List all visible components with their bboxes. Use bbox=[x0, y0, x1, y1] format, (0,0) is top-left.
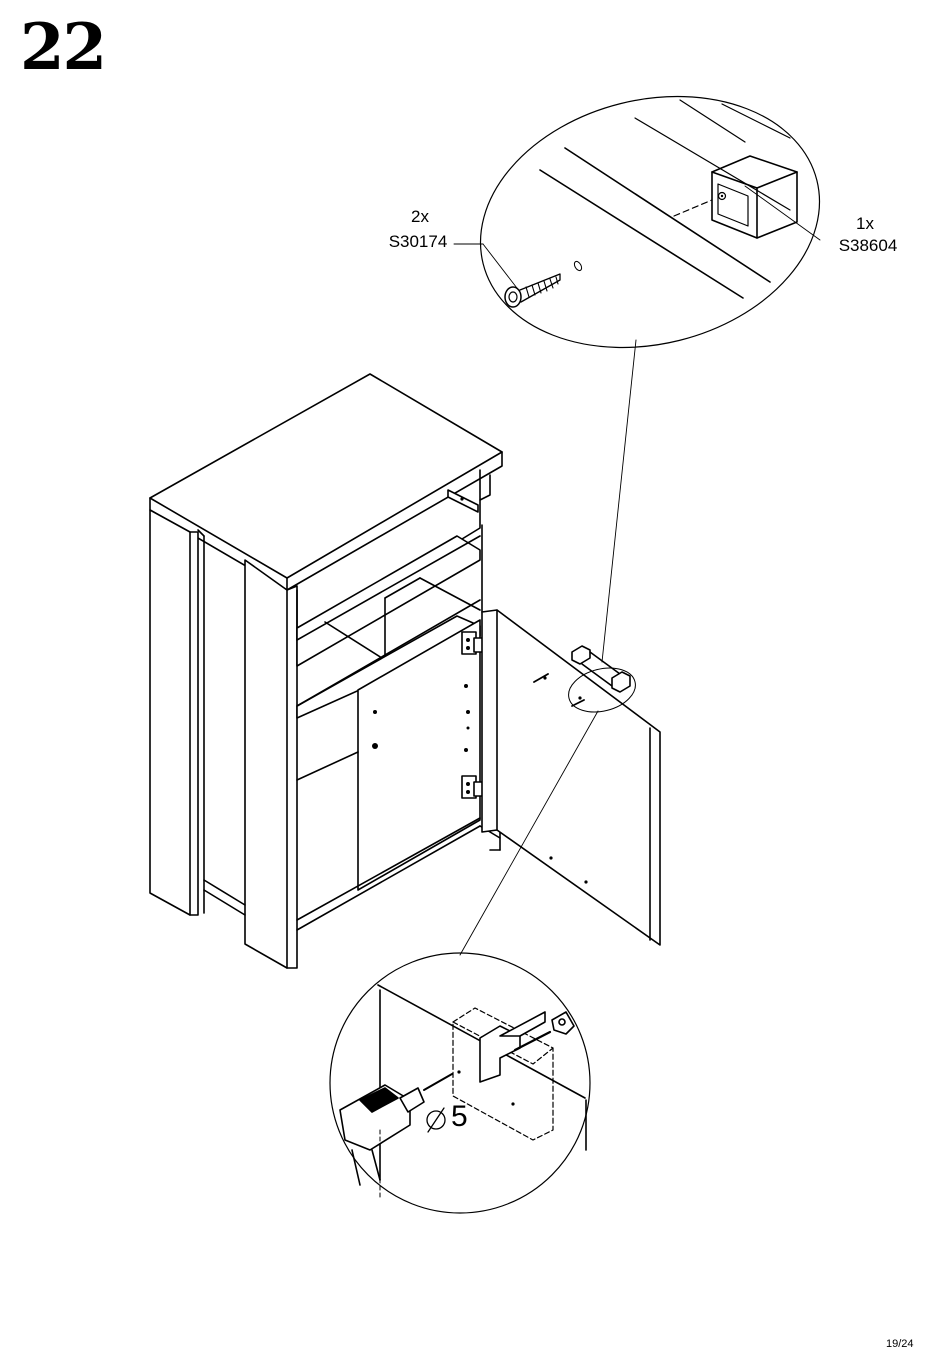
handle-detail-callout bbox=[454, 62, 847, 662]
screw-part-code: S30174 bbox=[382, 231, 454, 252]
assembly-dash-line bbox=[674, 200, 712, 216]
handle-end-block bbox=[712, 156, 797, 238]
screw-quantity: 2x bbox=[400, 206, 440, 227]
cabinet-drawing bbox=[150, 374, 660, 968]
door-edge-line-2 bbox=[565, 148, 770, 282]
diameter-icon bbox=[427, 1108, 445, 1132]
page-number: 19/24 bbox=[886, 1338, 914, 1350]
drawer-runner-icon bbox=[448, 490, 478, 512]
screw-icon bbox=[505, 274, 560, 307]
handle-quantity: 1x bbox=[850, 213, 880, 234]
drilling-detail-callout bbox=[330, 953, 590, 1213]
detail-circle-bottom bbox=[330, 953, 590, 1213]
open-door bbox=[482, 610, 660, 945]
callout-connector-line bbox=[602, 340, 636, 662]
leader-line-screw bbox=[483, 244, 520, 292]
front-leg bbox=[245, 560, 297, 968]
detail-oval-top bbox=[454, 62, 847, 382]
handle-part-code: S38604 bbox=[832, 235, 904, 256]
screw-hole-icon bbox=[573, 260, 583, 272]
handle-bar-line bbox=[680, 100, 745, 142]
handle-bar-line-2 bbox=[722, 104, 790, 138]
drill-diameter-label: 5 bbox=[451, 1100, 468, 1134]
